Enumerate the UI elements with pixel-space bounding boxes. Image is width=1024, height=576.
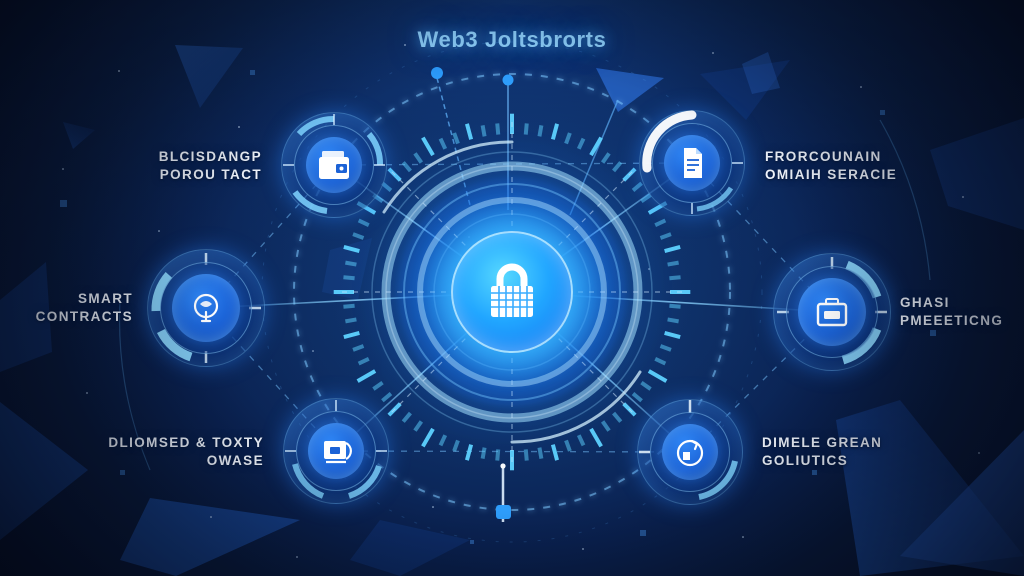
node-bottom-right-label: DIMELE GREAN GOLIUTICS <box>762 434 882 470</box>
briefcase-chip-icon <box>816 298 848 327</box>
label-line-2: CONTRACTS <box>35 309 133 324</box>
node-top-right[interactable] <box>639 110 745 216</box>
node-core[interactable] <box>664 135 720 191</box>
document-gear-icon <box>684 148 702 178</box>
node-right-label: GHASI PMEEETICNG <box>900 294 1003 330</box>
node-top-left[interactable] <box>281 112 387 218</box>
label-line-2: GOLIUTICS <box>762 453 849 468</box>
page-title: Web3 Joltsbrorts <box>417 27 607 52</box>
node-core[interactable] <box>306 137 362 193</box>
label-line-2: POROU TACT <box>159 167 262 182</box>
node-top-left-label: BLCISDANGP POROU TACT <box>159 148 262 184</box>
label-line-2: OWASE <box>206 453 264 468</box>
node-core[interactable] <box>308 423 364 479</box>
wallet-folder-icon <box>319 151 349 179</box>
label-line-2: PMEEETICNG <box>900 313 1004 328</box>
label-line-1: DIMELE GREAN <box>762 435 883 450</box>
label-line-1: BLCISDANGP <box>158 149 262 164</box>
label-line-1: GHASI <box>900 295 950 310</box>
label-line-1: SMART <box>78 291 133 306</box>
node-bottom-left[interactable] <box>283 398 389 504</box>
label-line-1: FRORCOUNAIN <box>765 149 882 164</box>
node-right[interactable] <box>773 253 891 371</box>
node-core[interactable] <box>172 274 240 342</box>
node-core[interactable] <box>662 424 718 480</box>
shield-folder-icon <box>676 439 704 467</box>
node-bottom-left-label: DLIOMSED & TOXTY OWASE <box>108 434 264 470</box>
node-core[interactable] <box>798 278 866 346</box>
padlock-icon <box>491 263 533 317</box>
node-top-right-label: FRORCOUNAIN OMIAIH SERACIE <box>765 148 897 184</box>
label-line-1: DLIOMSED & TOXTY <box>108 435 264 450</box>
node-bottom-right[interactable] <box>637 399 743 505</box>
archive-box-icon <box>324 441 352 464</box>
label-line-2: OMIAIH SERACIE <box>765 167 898 182</box>
node-left-label: SMART CONTRACTS <box>36 290 133 326</box>
contract-seal-icon <box>193 293 219 323</box>
node-left[interactable] <box>147 249 265 367</box>
